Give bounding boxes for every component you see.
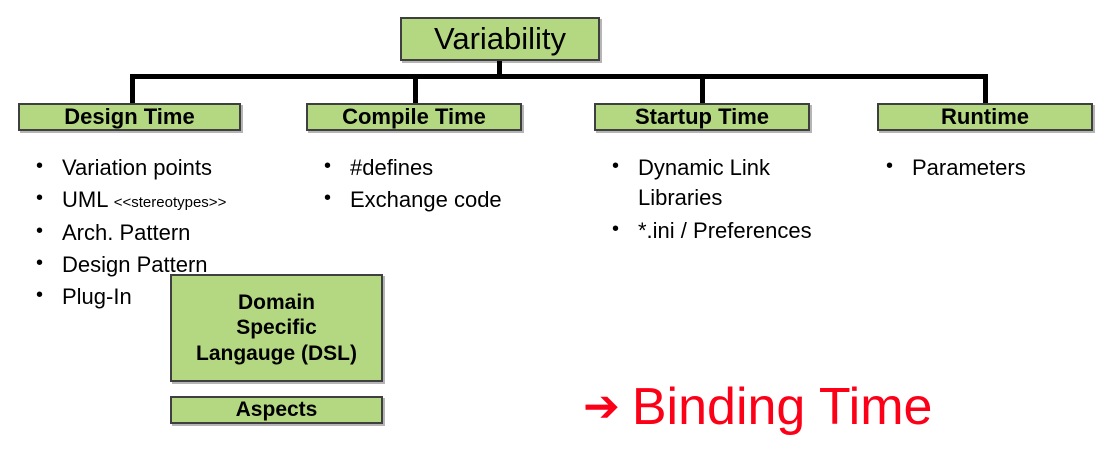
bullet-list-compile-time: • #defines • Exchange code [324,153,554,218]
category-box-runtime: Runtime [877,103,1093,131]
bullet-dot-icon: • [36,187,44,210]
bullet-dot-icon: • [612,217,620,240]
list-item-main: UML [62,187,114,213]
connector-root-stem [497,61,502,78]
connector-drop-design-time [130,74,135,103]
bullet-dot-icon: • [324,155,332,177]
bullet-dot-icon: • [36,252,44,275]
list-item: • *.ini / Preferences [612,216,857,246]
note-dsl-line-3: Langauge (DSL) [196,341,357,365]
bullet-dot-icon: • [36,219,44,242]
category-label-design-time: Design Time [64,104,195,129]
category-box-compile-time: Compile Time [306,103,522,131]
note-box-dsl: Domain Specific Langauge (DSL) [170,274,383,382]
root-box-label: Variability [433,21,567,56]
list-item-text: *.ini / Preferences [638,217,812,243]
list-item: • Arch. Pattern [36,218,286,248]
bullet-list-startup-time: • Dynamic Link Libraries • *.ini / Prefe… [612,153,857,248]
list-item: • Variation points [36,153,286,183]
bullet-dot-icon: • [36,155,44,177]
connector-drop-compile-time [413,74,418,103]
list-item-text: Plug-In [62,284,132,310]
note-box-aspects: Aspects [170,396,383,424]
list-item: • UML <<stereotypes>> [36,185,286,215]
category-label-runtime: Runtime [941,104,1029,129]
bullet-dot-icon: • [886,155,894,177]
list-item-text: Exchange code [350,187,502,213]
list-item: • Dynamic Link Libraries [612,153,857,214]
list-item: • Design Pattern [36,250,286,280]
list-item-text: Variation points [62,155,213,180]
bullet-dot-icon: • [324,187,332,210]
note-dsl-line-2: Specific [236,316,317,340]
note-aspects-label: Aspects [235,398,318,422]
connector-drop-runtime [983,74,988,103]
right-arrow-icon: ➔ [583,382,620,431]
list-item-text: Dynamic Link Libraries [638,155,771,211]
connector-drop-startup-time [700,74,705,103]
category-label-compile-time: Compile Time [342,104,486,129]
list-item: • #defines [324,153,554,183]
root-box-variability: Variability [400,17,600,61]
callout-binding-time: ➔ Binding Time [583,381,932,433]
list-item-text: #defines [350,155,434,180]
connector-horizontal-bus [130,74,988,79]
category-label-startup-time: Startup Time [634,104,770,129]
list-item-text: Arch. Pattern [62,219,191,245]
list-item-stereotype: <<stereotypes>> [113,194,227,212]
callout-label: Binding Time [631,378,933,436]
list-item-text: Design Pattern [62,252,208,278]
bullet-dot-icon: • [612,155,620,177]
note-dsl-line-1: Domain [237,290,315,314]
list-item: • Plug-In [36,282,286,312]
list-item-text: UML <<stereotypes>> [62,185,286,215]
bullet-list-design-time: • Variation points • UML <<stereotypes>>… [36,153,286,315]
category-box-design-time: Design Time [18,103,241,131]
list-item-text: Parameters [912,155,1026,180]
bullet-list-runtime: • Parameters [886,153,1096,185]
category-box-startup-time: Startup Time [594,103,810,131]
bullet-dot-icon: • [36,284,44,307]
list-item: • Exchange code [324,185,554,215]
list-item: • Parameters [886,153,1096,183]
